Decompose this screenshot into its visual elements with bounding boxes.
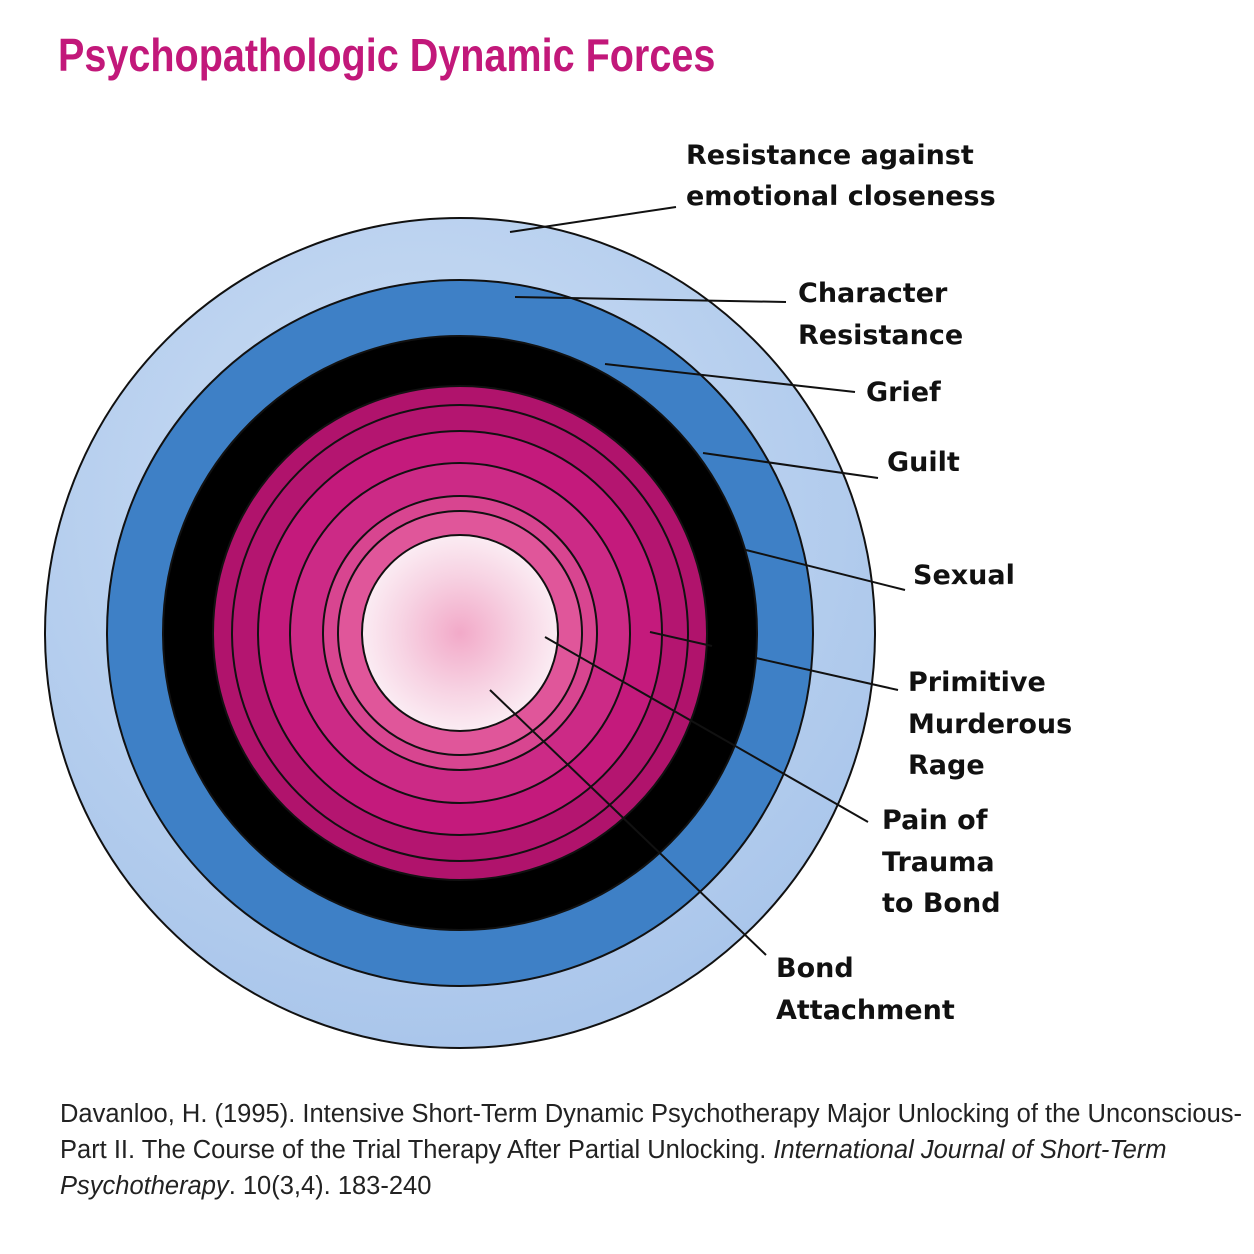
label-line: Attachment	[776, 995, 955, 1026]
label-guilt: Guilt	[887, 447, 960, 478]
label-bond-attachment: Bond Attachment	[776, 953, 955, 1026]
label-line: Grief	[866, 377, 941, 408]
label-line: emotional closeness	[686, 181, 996, 212]
label-sexual: Sexual	[913, 560, 1015, 591]
citation-text: Davanloo, H. (1995). Intensive Short-Ter…	[60, 1100, 1243, 1164]
leader-sexual	[745, 549, 906, 591]
label-line: Guilt	[887, 447, 960, 478]
page-title: Psychopathologic Dynamic Forces	[58, 29, 716, 81]
label-line: Rage	[908, 750, 985, 781]
leader-bond-attachment	[489, 689, 767, 956]
label-character-resistance: Character Resistance	[798, 278, 963, 351]
label-line: Resistance against	[686, 140, 974, 171]
leader-guilt	[702, 452, 879, 479]
leader-pain-trauma	[544, 636, 869, 823]
leader-primitive-rage-inner	[649, 631, 713, 647]
leader-grief	[604, 363, 856, 393]
label-primitive-rage: Primitive Murderous Rage	[908, 667, 1082, 781]
citation-details: . 10(3,4). 183-240	[228, 1172, 432, 1200]
label-grief: Grief	[866, 377, 941, 408]
label-pain-trauma: Pain of Trauma to Bond	[882, 805, 1004, 919]
citation-journal: International Journal of Short-Term Psyc…	[60, 1136, 1167, 1200]
leader-primitive-rage	[755, 657, 899, 691]
label-line: Resistance	[798, 320, 963, 351]
label-line: to Bond	[882, 888, 1001, 919]
label-resistance-emotional: Resistance against emotional closeness	[686, 140, 996, 212]
label-line: Trauma	[882, 847, 995, 878]
core-bond-attachment	[361, 534, 559, 732]
label-line: Bond	[776, 953, 854, 984]
leader-resistance-emotional	[509, 206, 677, 233]
citation: Davanloo, H. (1995). Intensive Short-Ter…	[60, 1096, 1245, 1204]
label-line: Murderous	[908, 709, 1072, 740]
label-line: Sexual	[913, 560, 1015, 591]
label-line: Pain of	[882, 805, 988, 836]
label-line: Primitive	[908, 667, 1046, 698]
label-line: Character	[798, 278, 948, 309]
leader-character-resistance	[514, 296, 787, 303]
